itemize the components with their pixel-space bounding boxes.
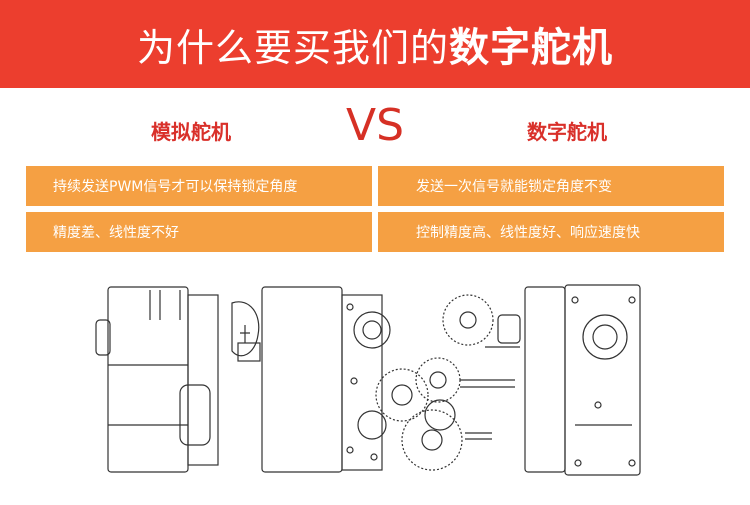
vs-label: VS xyxy=(345,100,405,151)
digital-row-2: 控制精度高、线性度好、响应速度快 xyxy=(378,212,724,252)
header-banner: 为什么要买我们的数字舵机 xyxy=(0,0,750,88)
analog-row-1: 持续发送PWM信号才可以保持锁定角度 xyxy=(26,166,372,206)
analog-row-2: 精度差、线性度不好 xyxy=(26,212,372,252)
digital-servo-housing-right xyxy=(524,284,641,476)
digital-servo-housing-left xyxy=(261,286,391,473)
banner-title-normal: 为什么要买我们的 xyxy=(136,25,449,70)
digital-servo-title: 数字舵机 xyxy=(527,120,607,144)
servo-exploded-diagram xyxy=(95,284,641,476)
analog-servo-title: 模拟舵机 xyxy=(151,120,231,144)
gear-set xyxy=(375,294,521,471)
digital-row-1: 发送一次信号就能锁定角度不变 xyxy=(378,166,724,206)
banner-title-bold: 数字舵机 xyxy=(449,25,613,71)
analog-servo-housing xyxy=(95,286,261,473)
